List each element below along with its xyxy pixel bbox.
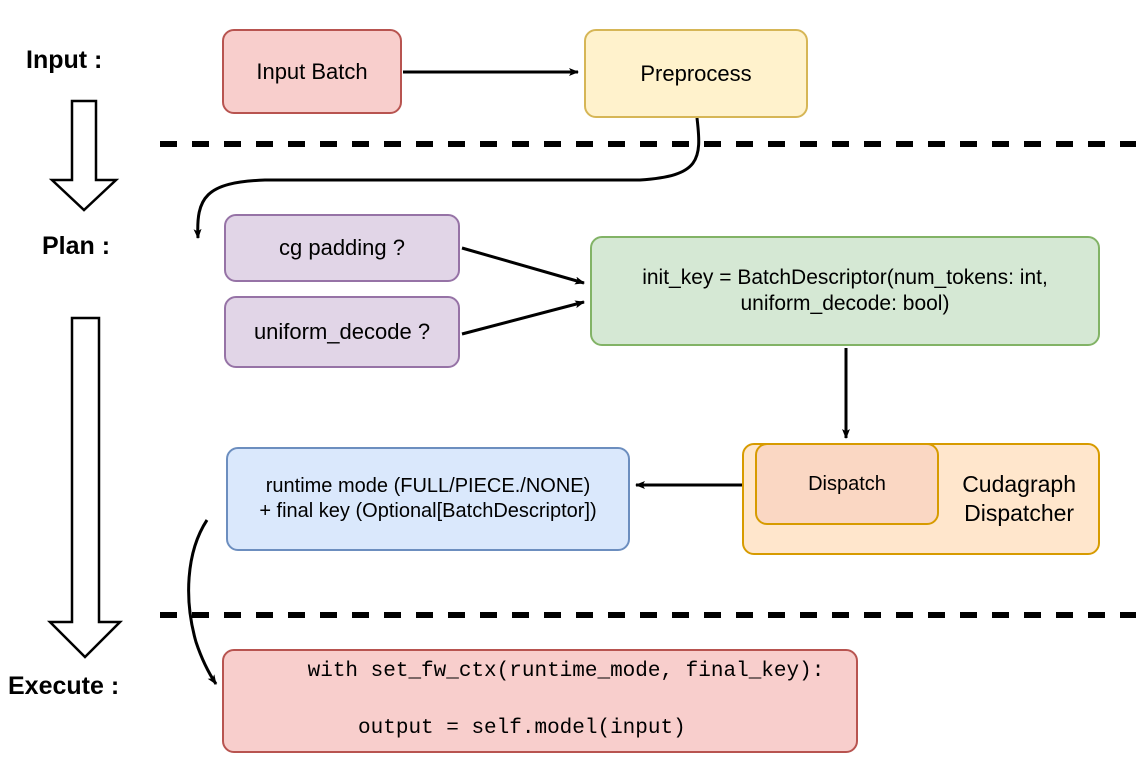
node-cudagraph-dispatcher-line2: Dispatcher [964, 500, 1075, 526]
node-init-key[interactable]: init_key = BatchDescriptor(num_tokens: i… [590, 236, 1100, 346]
node-dispatch-label: Dispatch [808, 472, 886, 495]
node-uniform-decode-label: uniform_decode ? [253, 319, 431, 345]
node-init-key-line2: uniform_decode: bool) [740, 292, 950, 315]
connector-uniform-decode-to-init-key [461, 300, 585, 336]
node-cg-padding-label: cg padding ? [279, 235, 405, 261]
stage-label-execute: Execute : [8, 672, 120, 700]
node-cudagraph-dispatcher-text: Cudagraph Dispatcher [962, 470, 1076, 528]
node-preprocess-label: Preprocess [640, 60, 752, 86]
input-stage-block-arrow [48, 99, 120, 212]
node-preprocess[interactable]: Preprocess [584, 29, 808, 118]
node-execute-code-line1: with set_fw_ctx(runtime_mode, final_key)… [307, 660, 825, 684]
node-uniform-decode[interactable]: uniform_decode ? [224, 296, 460, 368]
node-init-key-line1: init_key = BatchDescriptor(num_tokens: i… [642, 265, 1048, 289]
node-runtime-mode-line2: + final key (Optional[BatchDescriptor]) [259, 500, 597, 522]
node-input-batch-label: Input Batch [256, 58, 368, 84]
connector-runtime-mode-to-execute-code [187, 519, 218, 685]
plan-stage-block-arrow [46, 316, 124, 659]
node-runtime-mode[interactable]: runtime mode (FULL/PIECE./NONE) + final … [226, 447, 630, 551]
node-runtime-mode-line1: runtime mode (FULL/PIECE./NONE) [265, 475, 591, 497]
node-input-batch[interactable]: Input Batch [222, 29, 402, 114]
stage-label-plan: Plan : [42, 232, 111, 260]
node-execute-code-line2: output = self.model(input) [307, 717, 686, 741]
node-runtime-mode-text: runtime mode (FULL/PIECE./NONE) + final … [259, 474, 596, 524]
node-execute-code[interactable]: with set_fw_ctx(runtime_mode, final_key)… [222, 649, 858, 753]
node-cudagraph-dispatcher-line1: Cudagraph [962, 471, 1076, 498]
node-execute-code-text: with set_fw_ctx(runtime_mode, final_key)… [232, 630, 825, 770]
node-dispatch[interactable]: Dispatch [755, 443, 939, 525]
connector-cg-padding-to-init-key [461, 246, 585, 285]
stage-label-input: Input : [26, 46, 103, 74]
node-cg-padding[interactable]: cg padding ? [224, 214, 460, 282]
node-init-key-text: init_key = BatchDescriptor(num_tokens: i… [642, 265, 1048, 318]
